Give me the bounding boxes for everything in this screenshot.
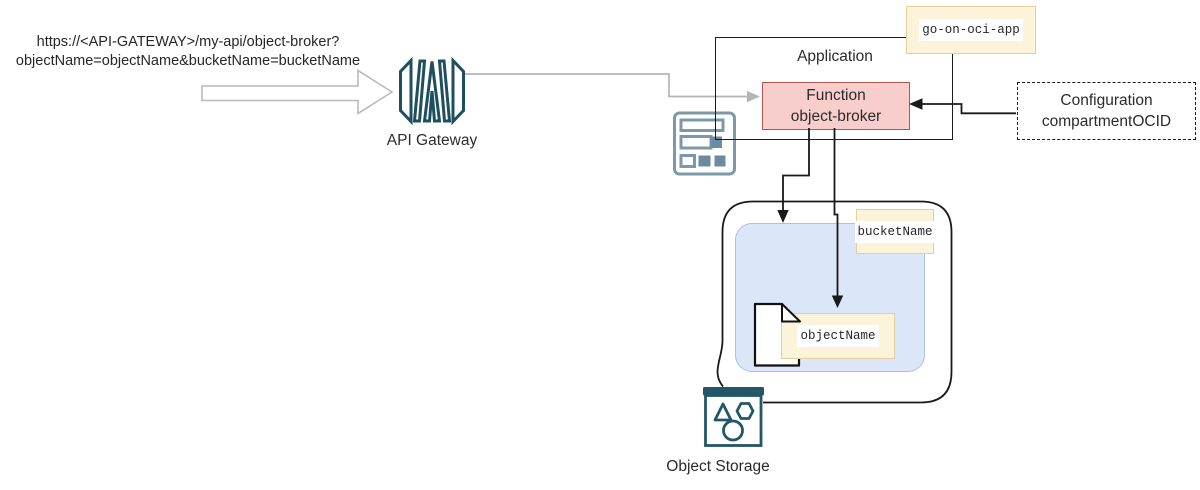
configuration-title: Configuration	[1060, 92, 1153, 109]
connector-function-to-bucket	[777, 128, 810, 223]
api-gateway-icon	[399, 56, 465, 126]
object-name-tag: objectName	[797, 325, 879, 347]
app-name-note: go-on-oci-app	[906, 6, 1036, 54]
function-title: Function	[806, 87, 866, 104]
configuration-value: compartmentOCID	[1041, 113, 1172, 130]
bucket-name-note: bucketName	[854, 209, 936, 254]
application-label: Application	[797, 48, 873, 65]
request-url: https://<API-GATEWAY>/my-api/object-brok…	[8, 33, 368, 71]
configuration-node: Configuration compartmentOCID	[1017, 82, 1196, 140]
object-storage-label: Object Storage	[666, 458, 770, 475]
request-url-line2: objectName=objectName&bucketName=bucketN…	[15, 53, 361, 69]
request-url-line1: https://<API-GATEWAY>/my-api/object-brok…	[36, 34, 340, 50]
object-storage-icon	[703, 387, 764, 447]
function-name: object-broker	[790, 108, 882, 125]
object-name-note: objectName	[781, 313, 895, 359]
block-arrow-right-icon	[201, 69, 394, 115]
function-node: Function object-broker	[762, 82, 910, 130]
bucket-name-tag: bucketName	[854, 220, 936, 243]
api-gateway-label: API Gateway	[386, 132, 478, 149]
app-name-tag: go-on-oci-app	[919, 19, 1023, 41]
